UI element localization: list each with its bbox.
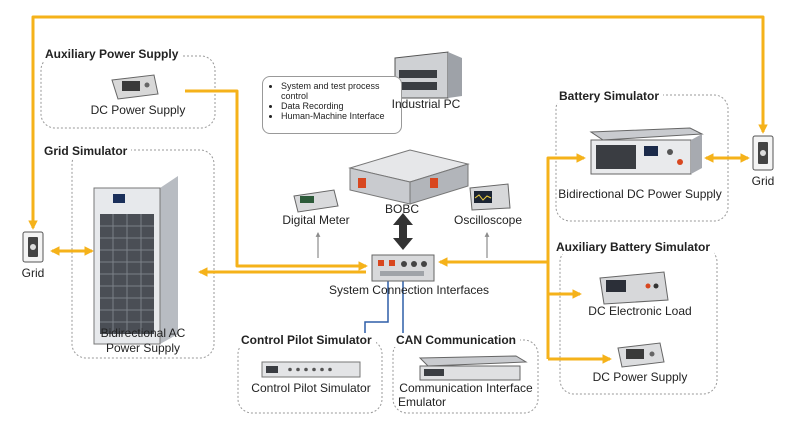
aux-battery-dc-supply-label: DC Power Supply [592,370,688,384]
can-emulator-label-line2: Emulator [398,395,447,409]
industrial-pc-functions-list: System and test process control Data Rec… [263,81,401,121]
oscilloscope-image [469,183,511,211]
bidirectional-dc-supply-image [589,127,704,175]
oscilloscope-label: Oscilloscope [453,213,523,227]
industrial-pc-image [394,51,462,99]
dc-electronic-load-image [599,271,669,305]
control-pilot-device-image [261,361,361,378]
control-pilot-device-label: Control Pilot Simulator [251,381,371,395]
industrial-pc-functions-box: System and test process control Data Rec… [262,76,402,134]
digital-meter-label: Digital Meter [282,213,350,227]
aux-supply-to-system-wire [185,89,368,271]
dc-electronic-load-label: DC Electronic Load [588,304,692,318]
grid-right-label: Grid [751,174,775,188]
industrial-pc-label: Industrial PC [391,97,461,111]
bobc-label: BOBC [384,202,420,216]
function-item: Data Recording [281,101,401,111]
auxiliary-battery-simulator-title: Auxiliary Battery Simulator [552,240,715,254]
ac-supply-label-line1: Bidirectional AC [100,326,186,340]
can-communication-frame [392,339,539,414]
aux-battery-dc-supply-image [617,342,665,368]
function-item: System and test process control [281,81,401,101]
ac-power-supply-cabinet-image [93,176,178,345]
system-connection-label: System Connection Interfaces [328,283,490,297]
grid-left-label: Grid [21,266,45,280]
grid-simulator-title: Grid Simulator [40,144,132,158]
grid-plug-left-icon [22,231,44,263]
system-to-battery-sim-wire [438,153,586,267]
function-item: Human-Machine Interface [281,111,401,121]
control-pilot-signal-line [364,281,389,342]
system-connection-unit-image [371,254,435,282]
can-communication-title: CAN Communication [392,333,520,347]
control-pilot-simulator-title: Control Pilot Simulator [237,333,376,347]
grid-loop-wire [28,15,768,230]
aux-dc-power-supply-image [111,74,159,100]
bobc-unit-image [348,149,470,205]
can-emulator-device-image [418,355,528,381]
battery-simulator-title: Battery Simulator [555,89,664,103]
auxiliary-power-supply-title: Auxiliary Power Supply [41,47,183,61]
ac-supply-label-line2: Power Supply [105,341,181,355]
grid-plug-right-icon [752,135,774,171]
digital-meter-image [293,189,339,213]
bidirectional-dc-supply-label: Bidirectional DC Power Supply [558,187,722,201]
bobc-link-arrow [393,213,413,250]
can-emulator-label-line1: Communication Interface [399,381,533,395]
aux-dc-power-supply-label: DC Power Supply [90,103,186,117]
